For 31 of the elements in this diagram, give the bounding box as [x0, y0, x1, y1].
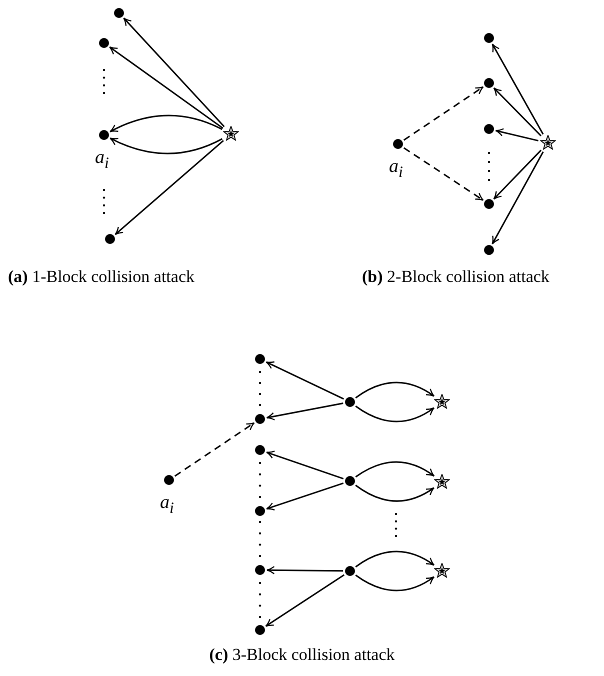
star-node — [223, 126, 239, 142]
node-label: a$_{i}$ — [160, 492, 174, 518]
subfigure-caption: (a) 1-Block collision attack — [8, 266, 196, 288]
node-label: a$_{i}$ — [389, 156, 403, 182]
dot-node — [484, 199, 494, 209]
star-node — [540, 135, 556, 151]
star-node — [434, 474, 450, 490]
dot-node — [255, 506, 265, 516]
subfigure-caption: (b) 2-Block collision attack — [362, 266, 550, 288]
dot-node — [255, 354, 265, 364]
dot-node — [114, 8, 124, 18]
dot-node — [345, 566, 355, 576]
star-node — [434, 563, 450, 579]
dot-node — [484, 33, 494, 43]
dot-node — [484, 124, 494, 134]
dot-node — [255, 414, 265, 424]
dot-node — [164, 475, 174, 485]
dot-node — [255, 445, 265, 455]
star-node — [434, 394, 450, 410]
dot-node — [345, 397, 355, 407]
dot-node — [345, 476, 355, 486]
dot-node — [99, 130, 109, 140]
dot-node — [393, 139, 403, 149]
dot-node — [255, 625, 265, 635]
dot-node — [99, 38, 109, 48]
dot-node — [484, 245, 494, 255]
node-label: a$_{i}$ — [95, 147, 109, 173]
dot-node — [484, 78, 494, 88]
dot-node — [255, 565, 265, 575]
subfigure-caption: (c) 3-Block collision attack — [208, 644, 396, 666]
dot-node — [105, 234, 115, 244]
